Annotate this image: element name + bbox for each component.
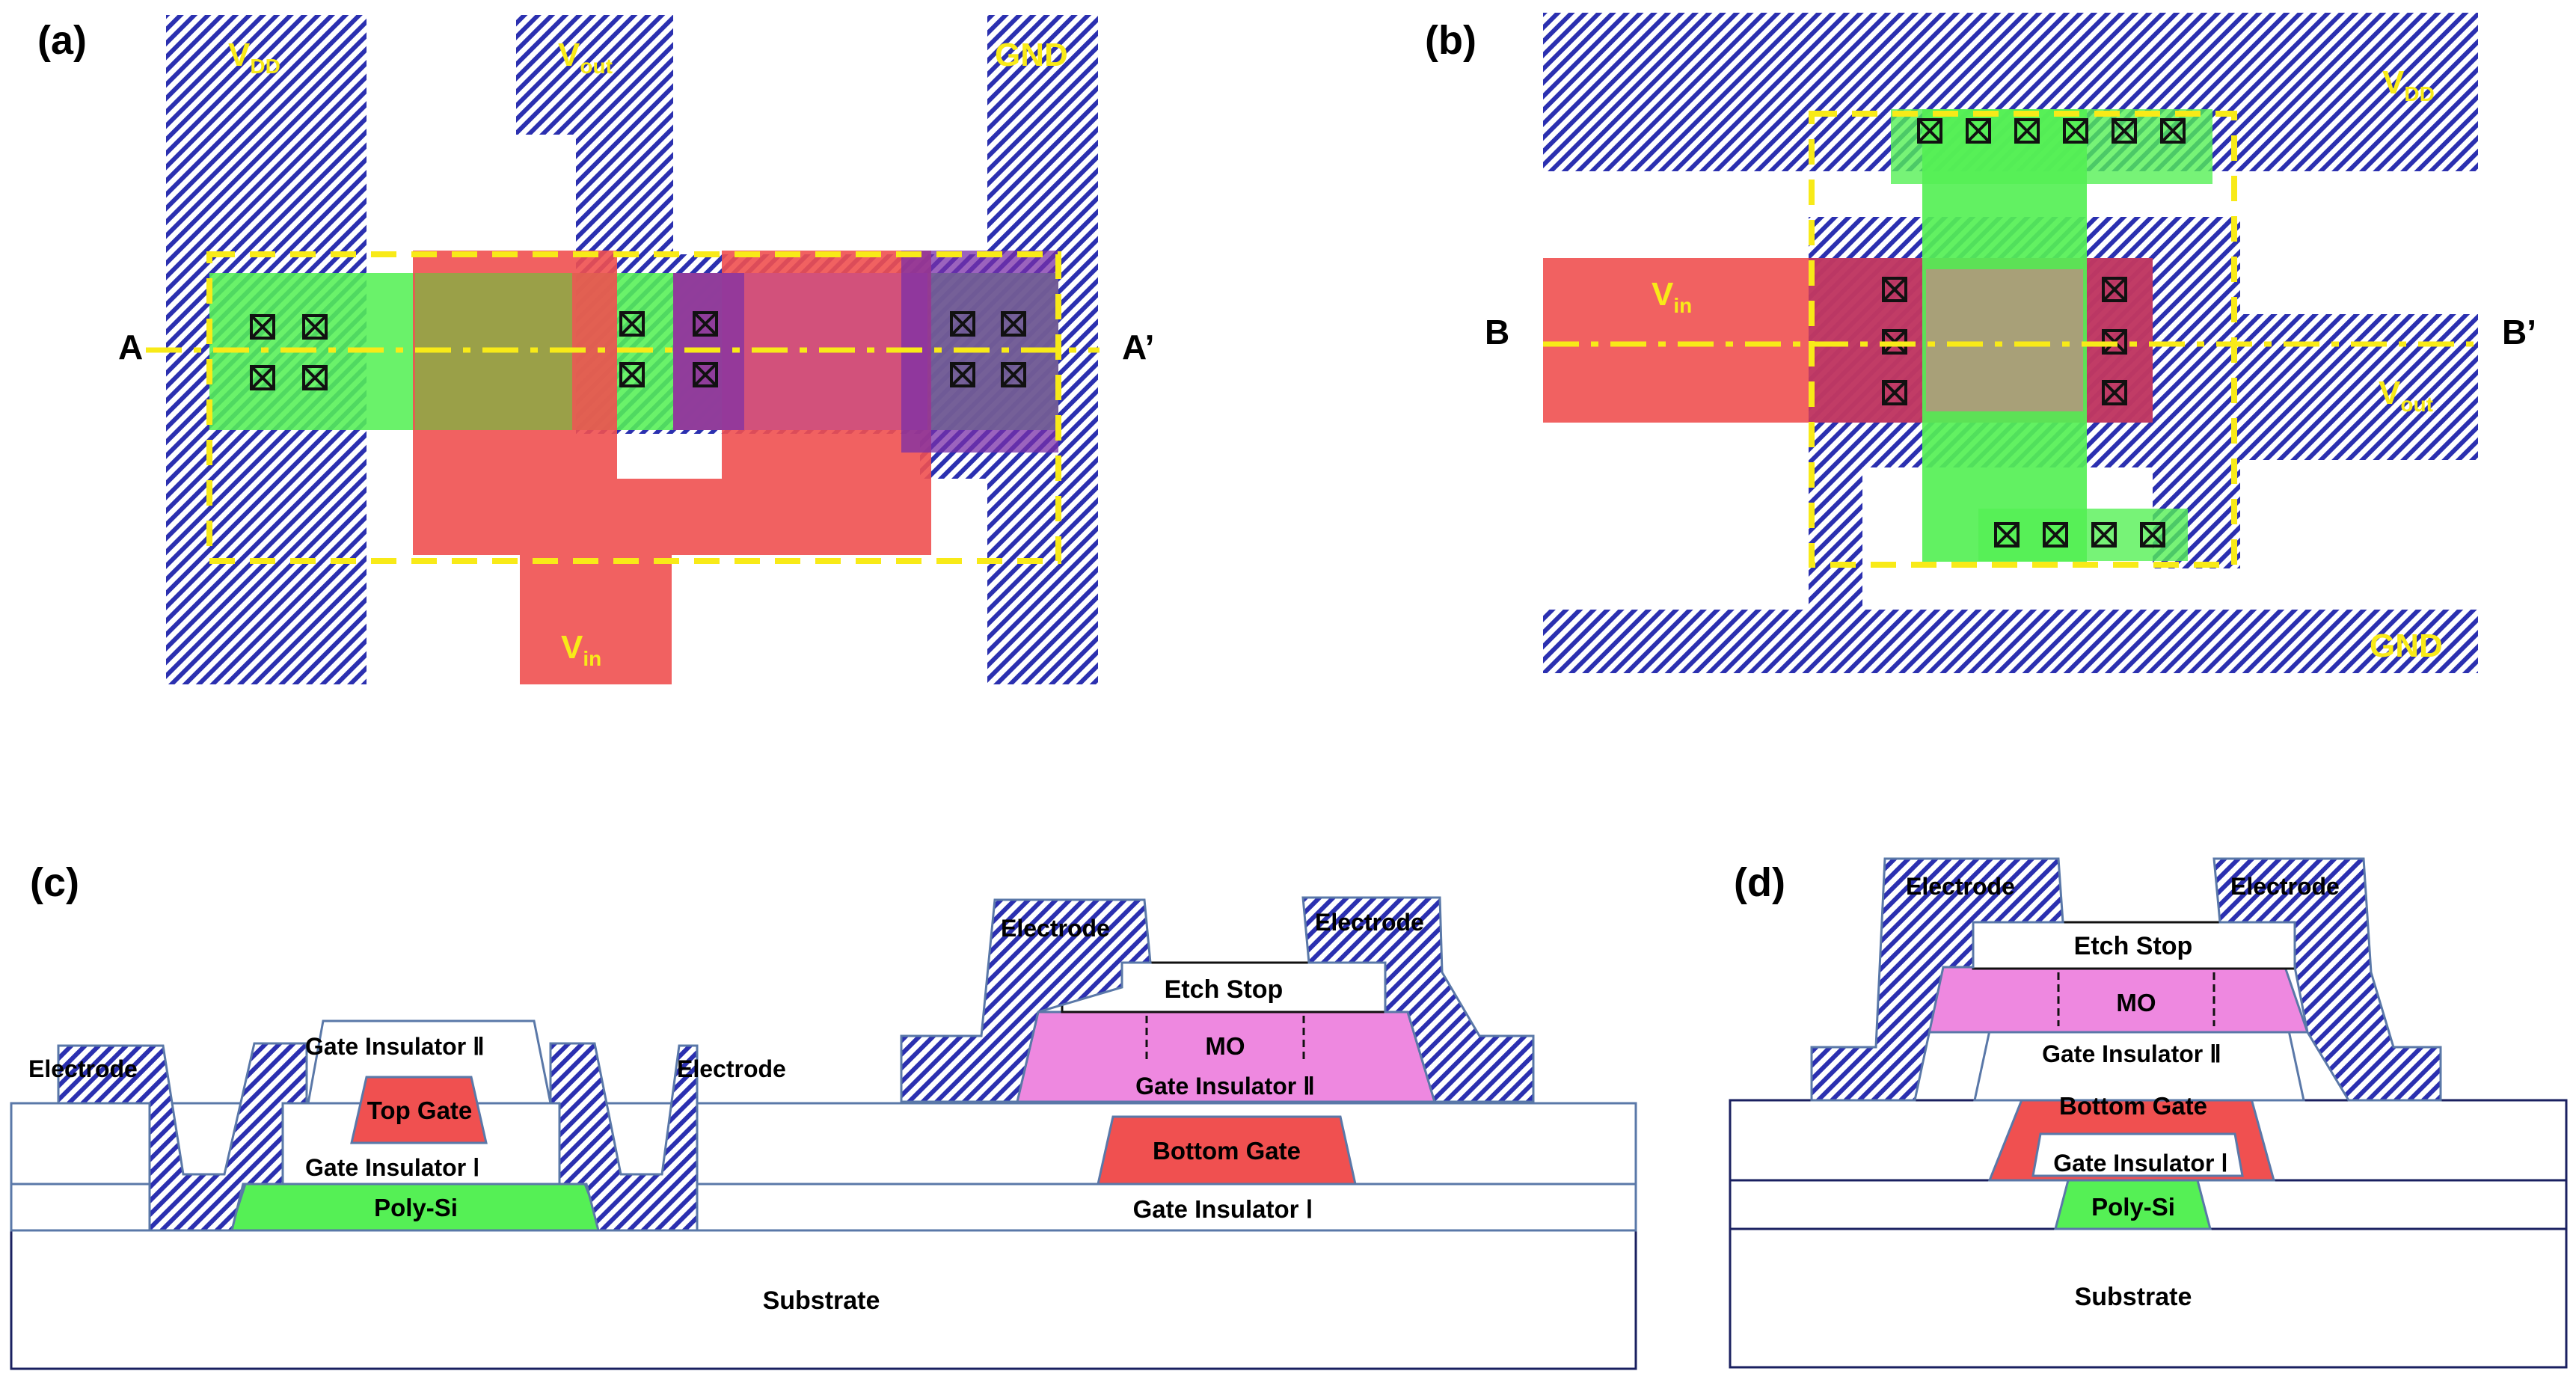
- poly-si-bottom-contact: [1978, 509, 2188, 561]
- bottom-gate-label-c: Bottom Gate: [1153, 1137, 1301, 1165]
- panel-c-tag: (c): [30, 860, 79, 905]
- mo-label-c: MO: [1205, 1032, 1245, 1060]
- etch-stop-label-c: Etch Stop: [1165, 975, 1284, 1004]
- cut-label-a-right: A’: [1122, 328, 1154, 367]
- vin-label-a: Vin: [561, 629, 601, 670]
- etch-stop-label-d: Etch Stop: [2074, 932, 2193, 960]
- gate-insulator-1-label-d: Gate Insulator Ⅰ: [2053, 1150, 2227, 1177]
- electrode-label-c4: Electrode: [1315, 909, 1424, 936]
- vin-label-b: Vin: [1652, 276, 1692, 317]
- gnd-metal-bar: [1543, 610, 2478, 673]
- gate-insulator-1-label-c2: Gate Insulator Ⅰ: [1133, 1195, 1313, 1223]
- vout-label-a: Vout: [558, 37, 613, 78]
- electrode-left-d: [1810, 857, 2064, 1102]
- panel-d-tag: (d): [1734, 860, 1785, 905]
- panel-b-tag: (b): [1425, 18, 1476, 63]
- electrode-label-c3: Electrode: [1001, 915, 1110, 942]
- electrode-label-c1: Electrode: [28, 1055, 138, 1082]
- substrate-label-d: Substrate: [2075, 1283, 2192, 1311]
- panel-d-cross-section: (d) Electrode Electrode Etch Stop MO Gat…: [1729, 857, 2568, 1369]
- panel-b-layout: (b): [1425, 13, 2536, 673]
- vdd-label-a: VDD: [228, 37, 280, 78]
- bottom-gate-c: [1097, 1115, 1357, 1186]
- electrode-oxide-left: [900, 898, 1152, 1103]
- panel-c-cross-section: (c) Electrode Electrode Electrode Electr…: [10, 860, 1637, 1370]
- substrate-d: [1729, 1227, 2568, 1369]
- cut-label-a-left: A: [118, 328, 143, 367]
- vout-label-b: Vout: [2379, 375, 2433, 416]
- etch-stop-d: [1972, 921, 2296, 970]
- poly-si-label-d: Poly-Si: [2091, 1193, 2175, 1221]
- gate-insulator-2-label-c2: Gate Insulator Ⅱ: [1135, 1073, 1315, 1100]
- electrode-oxide-right: [1301, 896, 1535, 1103]
- electrode-right-d: [2212, 857, 2442, 1102]
- gnd-label-b: GND: [2370, 628, 2443, 664]
- top-gate-c: [350, 1076, 488, 1144]
- gate-insulator-1-label-c1: Gate Insulator Ⅰ: [305, 1154, 479, 1181]
- vdd-label-b: VDD: [2382, 64, 2435, 105]
- gate-insulator-2-label-c1: Gate Insulator Ⅱ: [305, 1033, 485, 1060]
- contact-holes-a: [250, 311, 1026, 390]
- substrate-label-c: Substrate: [763, 1286, 880, 1315]
- electrode-label-c2: Electrode: [677, 1055, 786, 1082]
- poly-si-label-c: Poly-Si: [374, 1194, 458, 1221]
- electrode-ltps-right: [549, 1042, 699, 1232]
- electrode-label-d2: Electrode: [2230, 873, 2340, 900]
- substrate-c: [10, 1229, 1637, 1370]
- electrode-label-d1: Electrode: [1906, 873, 2015, 900]
- gate-insulator-2-label-d: Gate Insulator Ⅱ: [2042, 1040, 2221, 1067]
- cell-boundary-a: [206, 251, 1061, 564]
- cut-label-b-left: B: [1485, 313, 1509, 352]
- tft-channel-overlap-b: [1926, 269, 2083, 411]
- electrode-ltps-left: [57, 1042, 308, 1232]
- cell-boundary-b: [1809, 111, 2237, 568]
- bottom-gate-label-d: Bottom Gate: [2059, 1092, 2207, 1120]
- top-gate-label: Top Gate: [367, 1097, 473, 1124]
- cut-label-b-right: B’: [2502, 313, 2536, 352]
- panel-a-tag: (a): [37, 18, 87, 63]
- gate-insulator-1-step-d: [2031, 1132, 2244, 1177]
- mo-label-d: MO: [2116, 989, 2156, 1016]
- panel-a-layout: (a) VDD: [37, 15, 1154, 684]
- gnd-label-a: GND: [995, 37, 1068, 73]
